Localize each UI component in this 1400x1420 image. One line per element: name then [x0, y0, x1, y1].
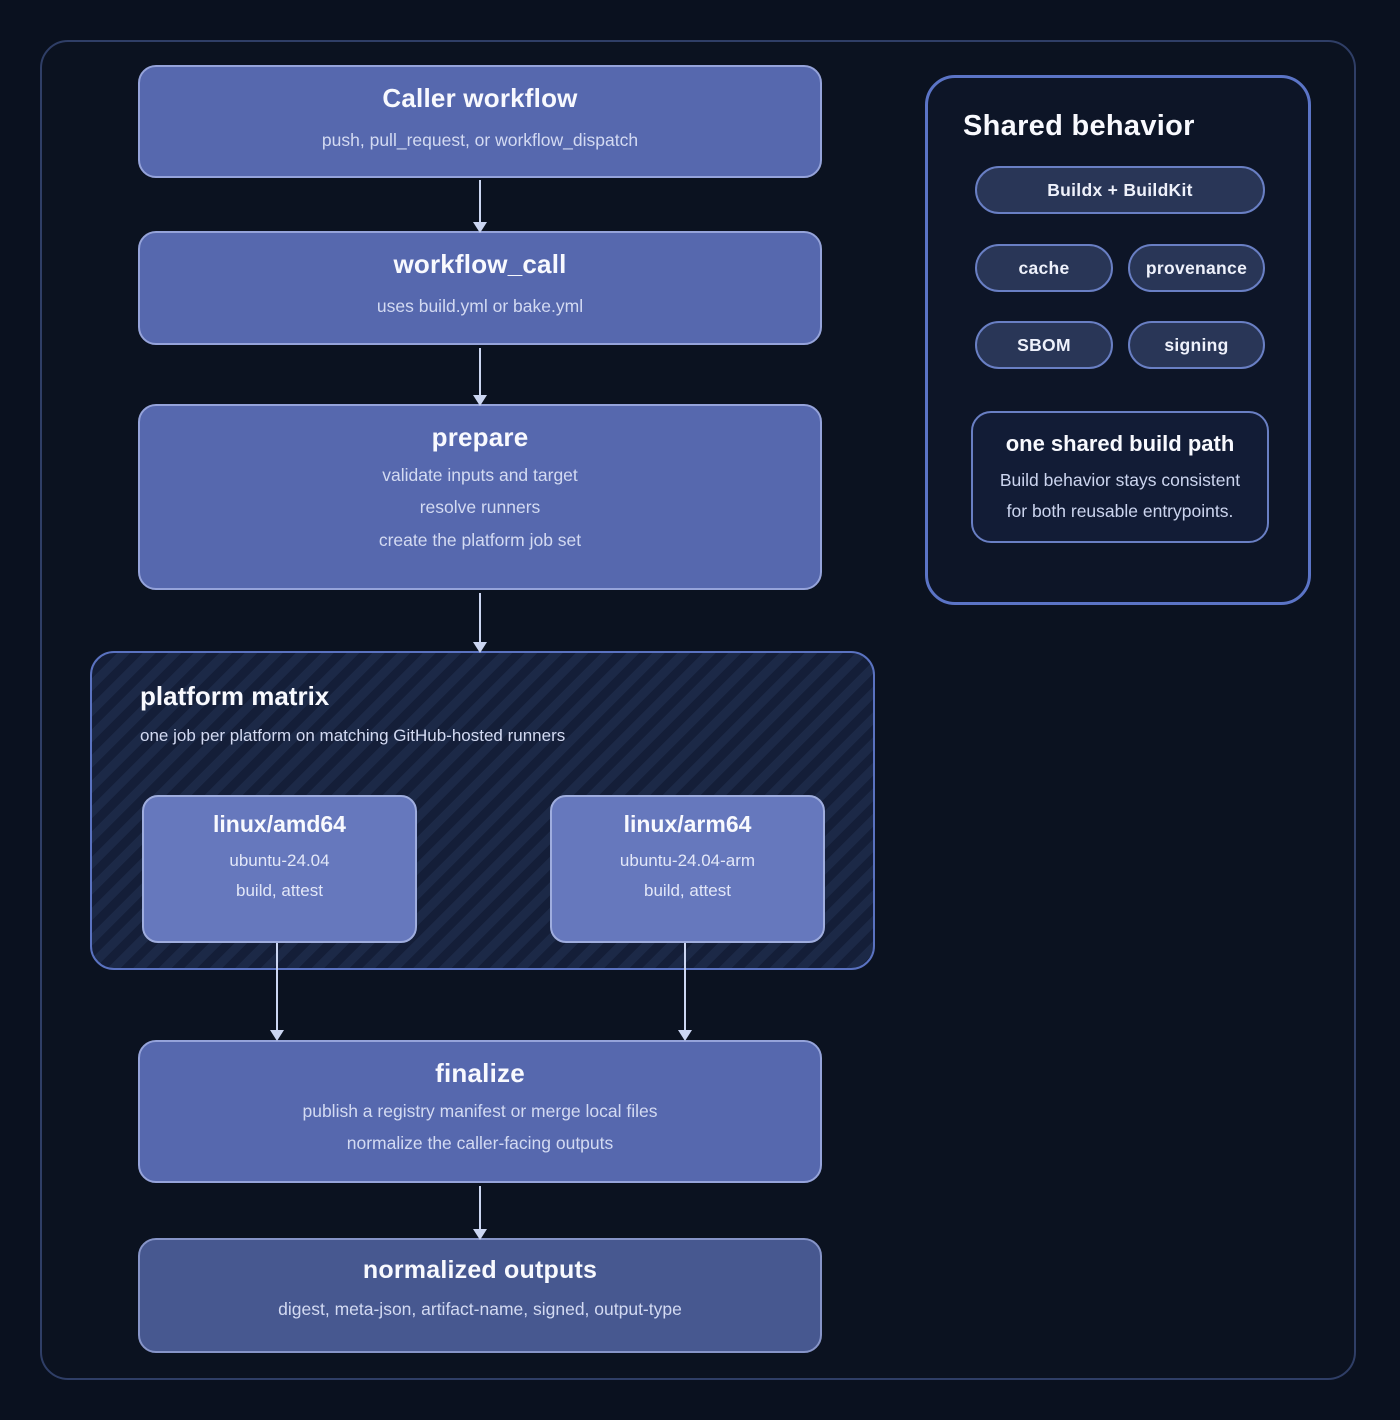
job-steps: build, attest [236, 880, 323, 900]
job-runner: ubuntu-24.04-arm [619, 851, 756, 870]
arrow-workflowcall-to-prepare [473, 348, 487, 406]
arrow-amd64-to-finalize [270, 943, 284, 1041]
node-subtitle: digest, meta-json, artifact-name, signed… [278, 1299, 682, 1319]
job-card-linux-arm64: linux/arm64 ubuntu-24.04-arm build, atte… [550, 795, 825, 943]
shared-behavior-panel: Shared behavior Buildx + BuildKit cache … [925, 75, 1311, 605]
job-card-linux-amd64: linux/amd64 ubuntu-24.04 build, attest [142, 795, 417, 943]
matrix-title: platform matrix [140, 681, 330, 711]
pill-cache: cache [975, 244, 1113, 292]
node-subtitle: uses build.yml or bake.yml [376, 296, 584, 316]
platform-matrix-panel: platform matrix one job per platform on … [90, 651, 875, 970]
shared-panel-title: Shared behavior [963, 110, 1195, 142]
node-line: validate inputs and target [382, 465, 578, 485]
note-line: for both reusable entrypoints. [1006, 500, 1234, 521]
flow-node-workflow-call: workflow_call uses build.yml or bake.yml [138, 231, 822, 345]
pill-sbom: SBOM [975, 321, 1113, 369]
arrow-prepare-to-matrix [473, 593, 487, 653]
job-runner: ubuntu-24.04 [229, 851, 330, 870]
node-line: create the platform job set [378, 529, 582, 550]
job-steps: build, attest [644, 880, 731, 900]
node-title: prepare [431, 422, 529, 452]
pill-provenance: provenance [1128, 244, 1265, 292]
job-title: linux/amd64 [213, 811, 346, 837]
shared-note-card: one shared build path Build behavior sta… [971, 411, 1269, 543]
arrow-finalize-to-outputs [473, 1186, 487, 1240]
job-title: linux/arm64 [623, 811, 752, 837]
pill-signing: signing [1128, 321, 1265, 369]
node-title: normalized outputs [362, 1256, 598, 1284]
matrix-subtitle: one job per platform on matching GitHub-… [140, 726, 566, 745]
note-line: Build behavior stays consistent [999, 470, 1241, 490]
flow-node-normalized-outputs: normalized outputs digest, meta-json, ar… [138, 1238, 822, 1353]
flow-node-caller-workflow: Caller workflow push, pull_request, or w… [138, 65, 822, 178]
node-title: finalize [435, 1058, 525, 1088]
node-line: normalize the caller-facing outputs [346, 1133, 614, 1154]
node-subtitle: push, pull_request, or workflow_dispatch [321, 130, 639, 150]
flow-node-prepare: prepare validate inputs and target resol… [138, 404, 822, 590]
node-line: publish a registry manifest or merge loc… [302, 1101, 658, 1121]
arrow-arm64-to-finalize [678, 943, 692, 1041]
node-title: Caller workflow [382, 83, 578, 113]
node-title: workflow_call [393, 249, 567, 279]
arrow-caller-to-workflowcall [473, 180, 487, 233]
flow-node-finalize: finalize publish a registry manifest or … [138, 1040, 822, 1183]
note-title: one shared build path [1005, 431, 1235, 456]
node-line: resolve runners [419, 497, 541, 518]
pill-buildx-buildkit: Buildx + BuildKit [975, 166, 1265, 214]
